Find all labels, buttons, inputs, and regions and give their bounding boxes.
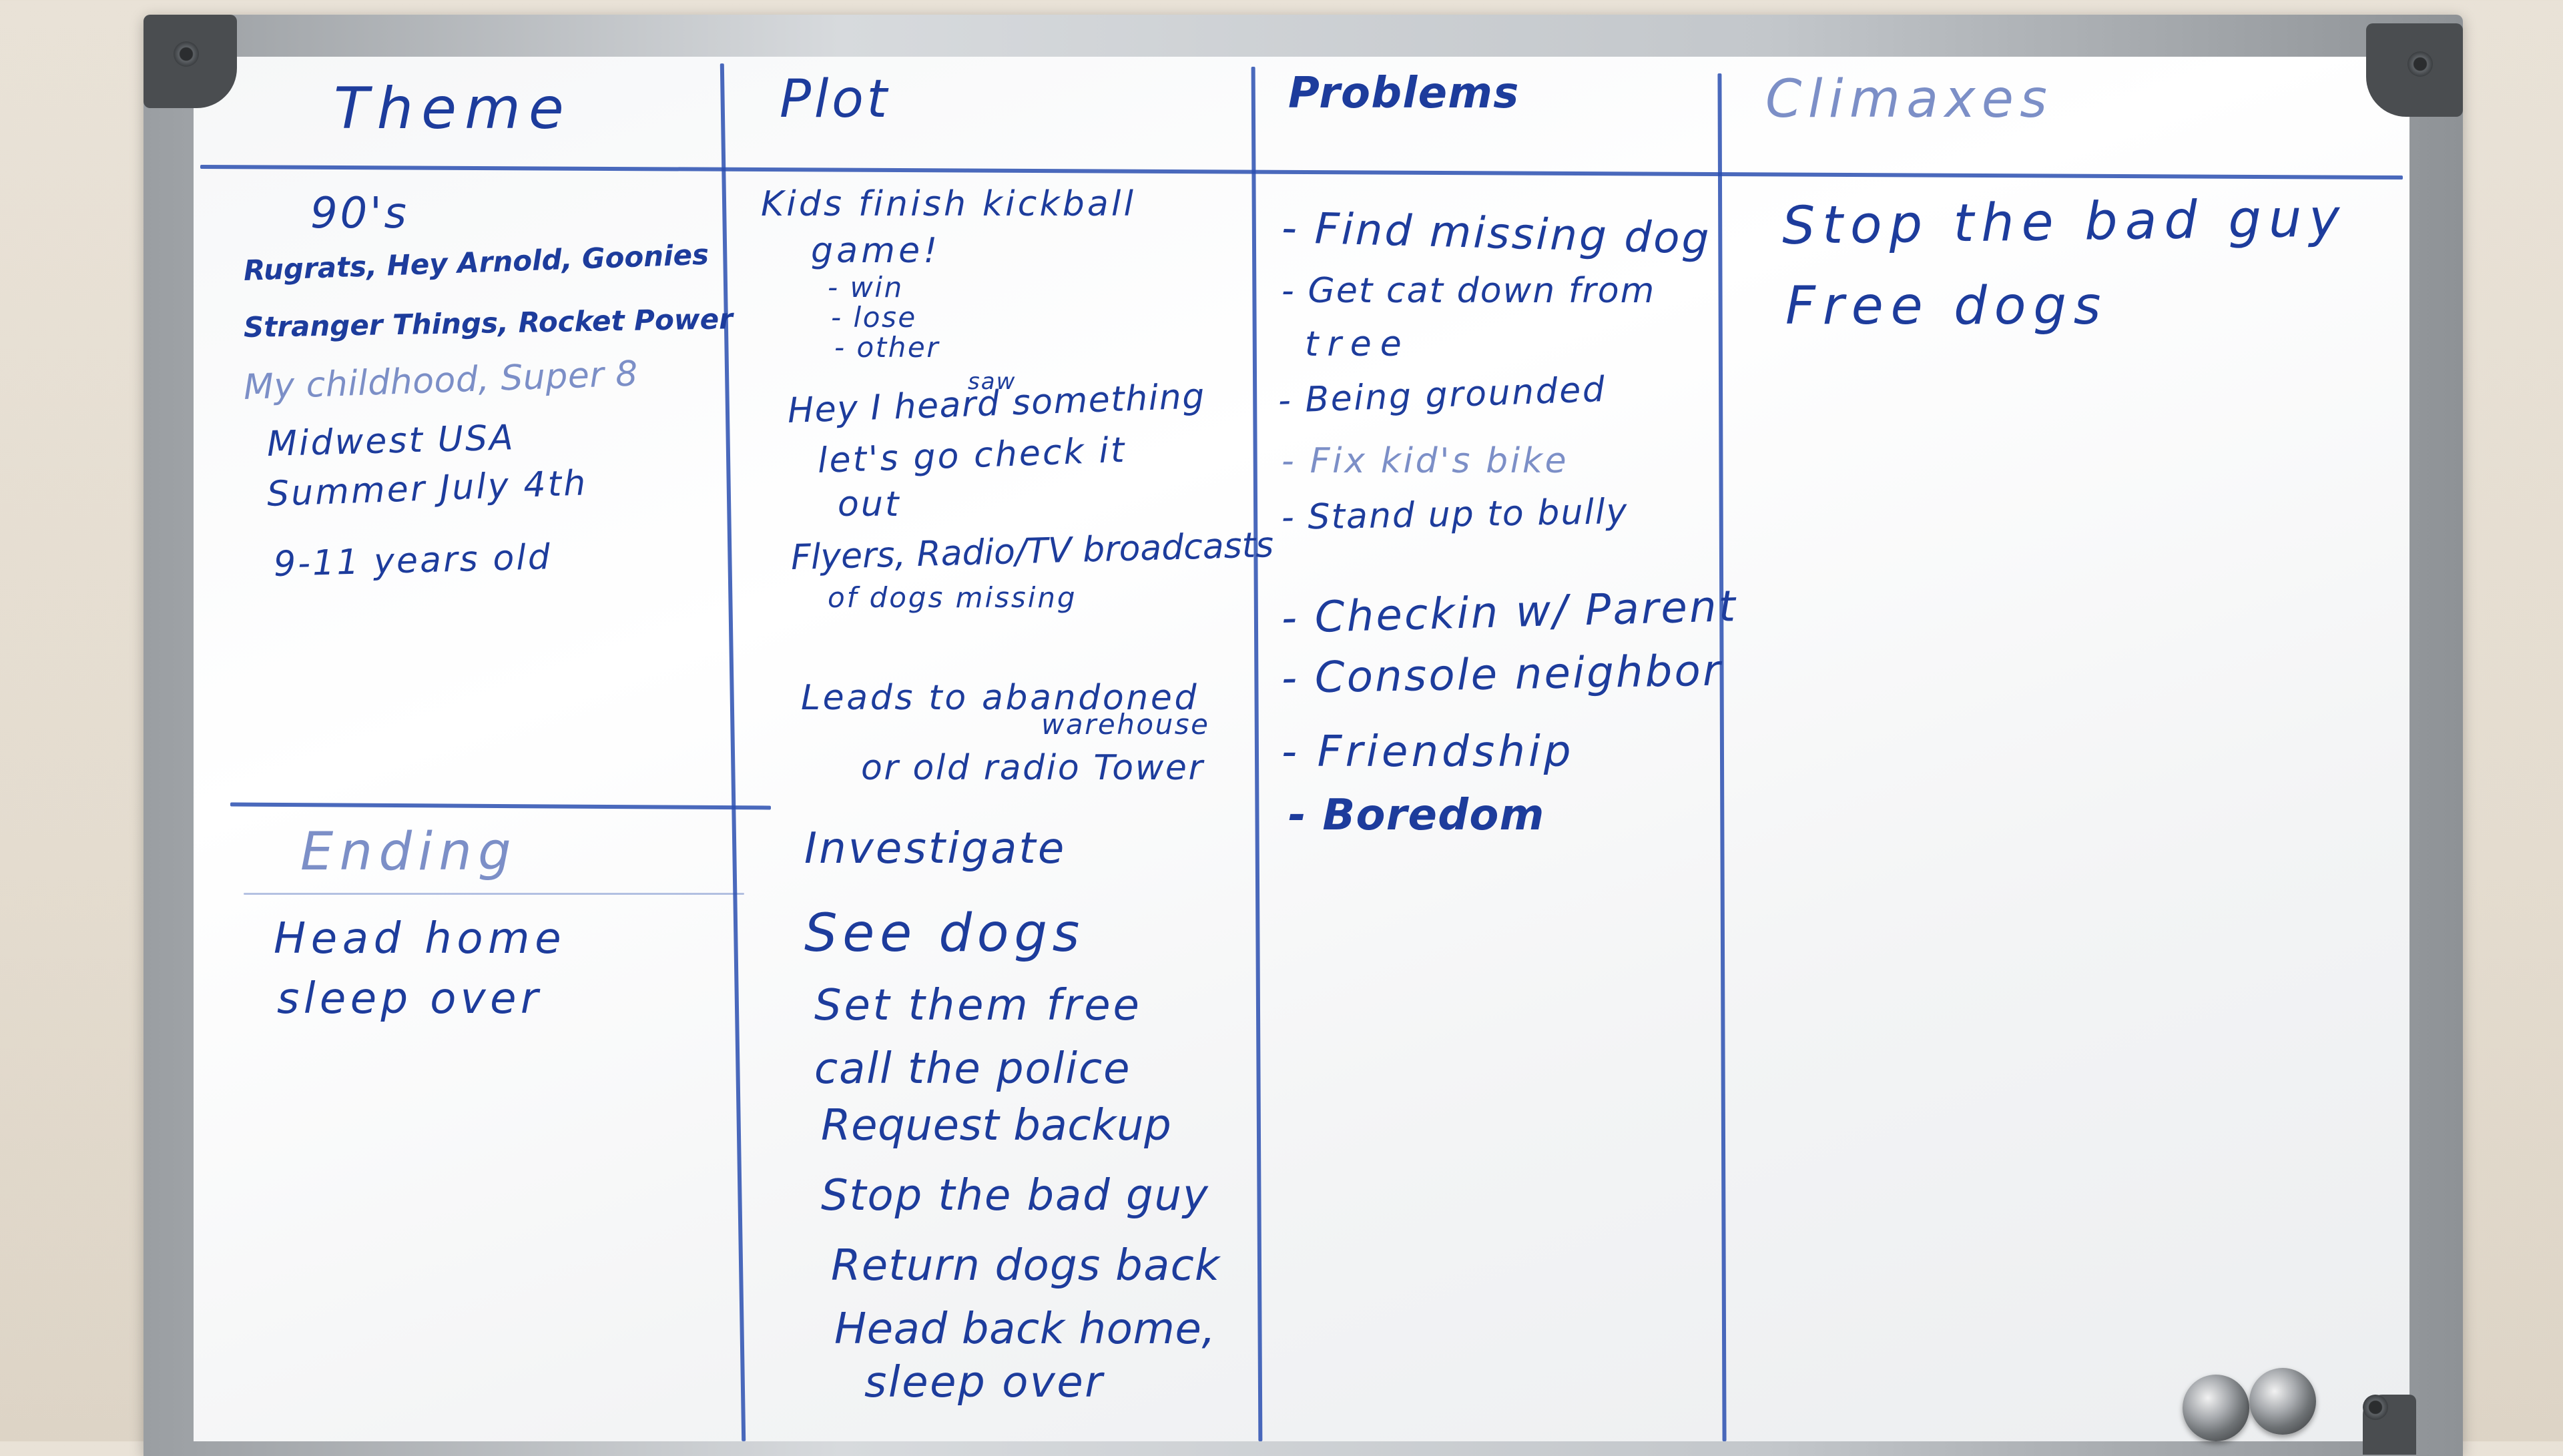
plot-step-sleep-over: sleep over — [864, 1358, 1105, 1407]
problem-item-console-neighbor: - Console neighbor — [1281, 646, 1723, 703]
ending-item-sleep-over: sleep over — [277, 974, 543, 1024]
plot-item-warehouse: warehouse — [1041, 708, 1210, 741]
plot-outcome-lose: - lose — [831, 301, 917, 334]
plot-step-investigate: Investigate — [804, 824, 1067, 873]
plot-item-lets-go: let's go check it — [816, 430, 1127, 481]
plot-step-return-dogs: Return dogs back — [831, 1241, 1221, 1291]
problem-item-fix-bike: - Fix kid's bike — [1282, 441, 1569, 481]
problem-item-tree: tree — [1305, 324, 1410, 364]
plot-item-out: out — [838, 484, 901, 524]
theme-item-decade: 90's — [310, 189, 409, 238]
problem-item-missing-dog: - Find missing dog — [1281, 204, 1712, 264]
theme-item-shows-2: Stranger Things, Rocket Power — [243, 302, 734, 344]
problem-item-checkin-parent: - Checkin w/ Parent — [1281, 582, 1738, 643]
problem-item-bully: - Stand up to bully — [1281, 491, 1629, 538]
climax-item-free-dogs: Free dogs — [1785, 276, 2108, 336]
plot-outcome-win: - win — [828, 271, 904, 304]
frame-corner-top-left — [144, 15, 237, 108]
plot-item-kickball: Kids finish kickball — [761, 184, 1137, 224]
plot-step-set-free: Set them free — [814, 981, 1142, 1030]
plot-item-radio-tower: or old radio Tower — [861, 748, 1205, 788]
header-problems: Problems — [1288, 69, 1520, 118]
plot-step-head-back: Head back home, — [834, 1305, 1216, 1354]
theme-item-location: Midwest USA — [266, 418, 516, 464]
header-climaxes: Climaxes — [1765, 69, 2054, 129]
theme-item-age: 9-11 years old — [273, 537, 553, 585]
theme-item-season: Summer July 4th — [266, 463, 589, 514]
plot-note-saw: saw — [968, 368, 1017, 395]
whiteboard-surface — [194, 57, 2409, 1441]
plot-item-dogs-missing: of dogs missing — [828, 581, 1077, 614]
header-ending: Ending — [300, 822, 518, 882]
ending-underline — [244, 893, 744, 895]
header-plot: Plot — [780, 69, 890, 129]
frame-corner-bottom-right — [2363, 1395, 2416, 1455]
plot-step-see-dogs: See dogs — [804, 903, 1085, 964]
plot-item-leads: Leads to abandoned — [801, 678, 1199, 718]
problem-item-cat-tree: - Get cat down from — [1282, 271, 1656, 311]
plot-step-request-backup: Request backup — [821, 1101, 1172, 1150]
problem-item-boredom: - Boredom — [1288, 791, 1545, 840]
frame-corner-top-right — [2366, 23, 2463, 117]
plot-step-stop-bad-guy: Stop the bad guy — [821, 1171, 1209, 1220]
plot-outcome-other: - other — [834, 331, 940, 364]
ending-item-head-home: Head home — [274, 914, 567, 964]
plot-item-game: game! — [811, 231, 941, 271]
header-theme: Theme — [334, 75, 572, 142]
board-magnet-left[interactable] — [2183, 1375, 2249, 1441]
board-magnet-right[interactable] — [2249, 1368, 2316, 1435]
climax-item-stop-bad-guy: Stop the bad guy — [1781, 188, 2347, 256]
problem-item-friendship: - Friendship — [1282, 727, 1575, 777]
plot-step-call-police: call the police — [814, 1044, 1131, 1094]
